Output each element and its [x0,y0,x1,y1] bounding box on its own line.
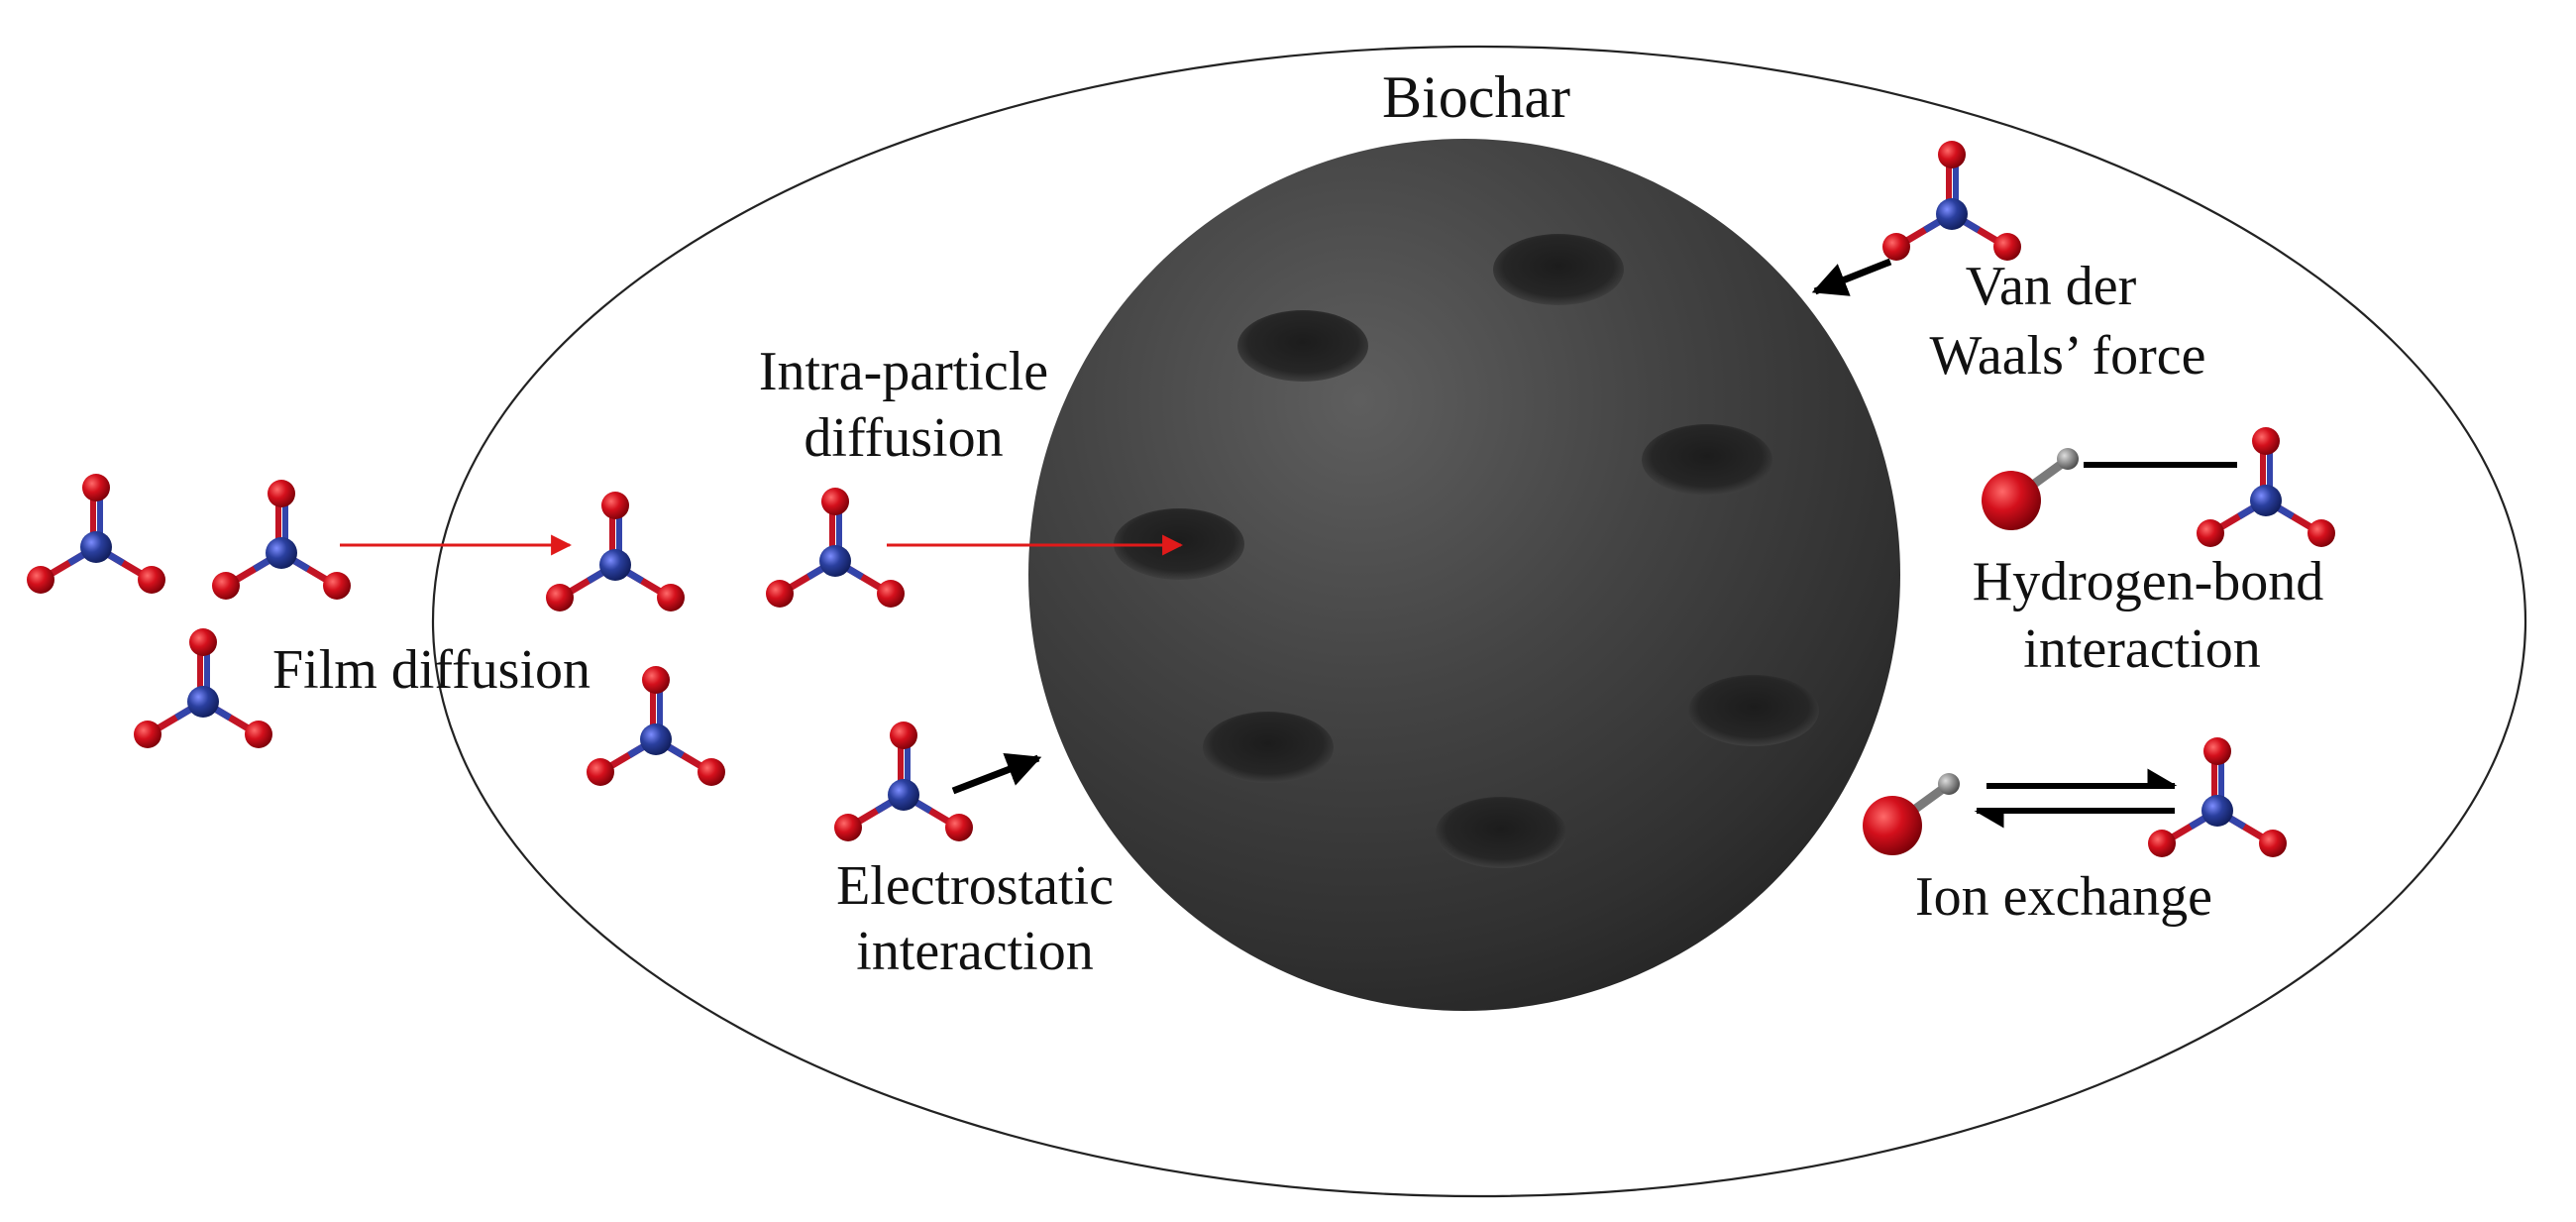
intra-particle-label-line2: diffusion [804,407,1003,469]
nitrate-molecule-icon [834,722,973,841]
nitrate-molecule-icon [587,666,725,786]
nitrate-molecule-icon [27,474,165,594]
ion-exchange-arrows [1974,768,2178,829]
van-der-waals-label-line1: Van der [1966,256,2137,317]
pore [1642,424,1772,496]
pore [1436,797,1566,868]
nitrate-molecule-icon [766,488,905,608]
nitrate-molecule-icon [134,628,272,748]
hydrogen-bond-label-line1: Hydrogen-bond [1973,551,2324,612]
van-der-waals-label-line2: Waals’ force [1930,325,2206,387]
hydroxyl-group-icon [1982,448,2079,530]
nitrate-molecule-icon [2148,737,2287,857]
diagram-title: Biochar [1382,64,1570,130]
electrostatic-label-line1: Electrostatic [836,855,1114,917]
nitrate-molecule-icon [546,492,685,611]
biochar-particle [1028,139,1900,1011]
van-der-waals-arrow [1811,258,1892,296]
hydroxyl-group-icon [1863,773,1960,855]
electrostatic-label-line2: interaction [856,921,1093,982]
ion-exchange-label: Ion exchange [1915,866,2212,928]
pore [1688,675,1819,746]
hydrogen-bond-label-line2: interaction [2023,618,2260,680]
nitrate-molecule-icon [1882,141,2021,261]
pore [1237,310,1368,382]
nitrate-molecule-icon [212,480,351,600]
pore [1493,234,1624,305]
boundary-layer-ellipse [431,45,2527,1198]
intra-particle-label-line1: Intra-particle [759,341,1048,402]
film-diffusion-label: Film diffusion [272,639,590,701]
electrostatic-arrow [951,752,1042,795]
nitrate-molecule-icon [2197,427,2335,547]
pore [1203,712,1334,783]
